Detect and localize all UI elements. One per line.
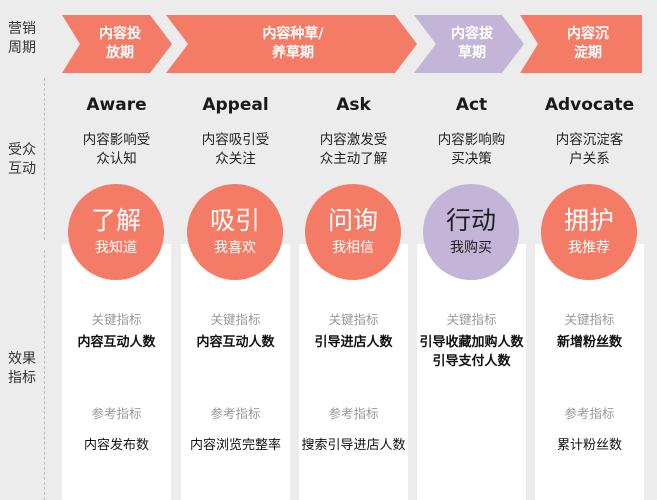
divider-bottom — [44, 250, 45, 500]
label-marketing-cycle: 营销 周期 — [8, 21, 36, 56]
circle-sub-text: 我购买 — [450, 240, 492, 256]
phase-4-label: 内容沉 淀期 — [567, 26, 609, 61]
circle-sub-text: 我推荐 — [568, 240, 610, 256]
circle-main-text: 吸引 — [209, 206, 260, 235]
circle-main-text: 问询 — [327, 206, 378, 235]
key-metric-value: 新增粉丝数 — [556, 335, 622, 350]
key-metric-label: 关键指标 — [446, 312, 497, 327]
key-metric-label: 关键指标 — [210, 312, 261, 327]
key-metric-value: 内容互动人数 — [196, 335, 275, 350]
stage-circle: 问询 我相信 — [305, 184, 401, 280]
ref-metric-value: 累计粉丝数 — [556, 438, 622, 453]
key-metric-label: 关键指标 — [564, 312, 615, 327]
ref-metric-value: 搜索引导进店人数 — [301, 438, 406, 453]
key-metric-value: 引导进店人数 — [314, 335, 393, 350]
ref-metric-label: 参考指标 — [210, 406, 261, 421]
stage-name: Ask — [336, 95, 371, 115]
stage-name: Advocate — [544, 95, 635, 115]
circle-main-text: 拥护 — [563, 206, 614, 235]
circle-sub-text: 我知道 — [95, 240, 137, 256]
phase-3-label: 内容拔 草期 — [451, 26, 493, 61]
phase-arrow-3 — [414, 15, 524, 73]
circle-sub-text: 我喜欢 — [214, 240, 256, 256]
stage-name: Aware — [86, 95, 147, 115]
phase-arrow-2 — [166, 15, 417, 73]
circle-main-text: 了解 — [90, 206, 141, 235]
stage-card-ask — [299, 244, 408, 500]
ref-metric-value: 内容浏览完整率 — [189, 438, 281, 453]
stage-desc: 内容激发受 众主动了解 — [319, 132, 388, 167]
stage-name: Act — [455, 95, 488, 115]
ref-metric-label: 参考指标 — [91, 406, 142, 421]
key-metric-value: 内容互动人数 — [77, 335, 156, 350]
key-metric-label: 关键指标 — [91, 312, 142, 327]
phase-arrow-strip — [62, 15, 642, 73]
ref-metric-label: 参考指标 — [564, 406, 615, 421]
stage-desc: 内容影响购 买决策 — [437, 132, 506, 167]
stage-circle: 行动 我购买 — [423, 184, 519, 280]
circle-main-text: 行动 — [445, 206, 496, 235]
ref-metric-value: 内容发布数 — [83, 438, 149, 453]
phase-arrow-4 — [520, 15, 642, 73]
label-effect-metrics: 效果 指标 — [8, 351, 36, 386]
divider-top — [44, 78, 45, 240]
stage-name: Appeal — [202, 95, 269, 115]
phase-2-label: 内容种草/ 养草期 — [262, 26, 324, 61]
phase-1-label: 内容投 放期 — [99, 26, 141, 61]
phase-arrow-1 — [62, 15, 172, 73]
stage-desc: 内容吸引受 众关注 — [201, 132, 270, 167]
stage-circle: 吸引 我喜欢 — [187, 184, 283, 280]
ref-metric-label: 参考指标 — [328, 406, 379, 421]
stage-desc: 内容影响受 众认知 — [82, 132, 151, 167]
stage-circle: 了解 我知道 — [68, 184, 164, 280]
key-metric-label: 关键指标 — [328, 312, 379, 327]
stage-desc: 内容沉淀客 户关系 — [555, 132, 624, 167]
stage-card-act — [417, 244, 526, 500]
label-audience-interaction: 受众 互动 — [8, 142, 36, 177]
stage-card-advocate — [535, 244, 644, 500]
stage-circle: 拥护 我推荐 — [541, 184, 637, 280]
circle-sub-text: 我相信 — [332, 240, 374, 256]
stage-card-aware — [62, 244, 171, 500]
key-metric-value: 引导收藏加购人数 引导支付人数 — [419, 335, 524, 369]
stage-card-appeal — [181, 244, 290, 500]
